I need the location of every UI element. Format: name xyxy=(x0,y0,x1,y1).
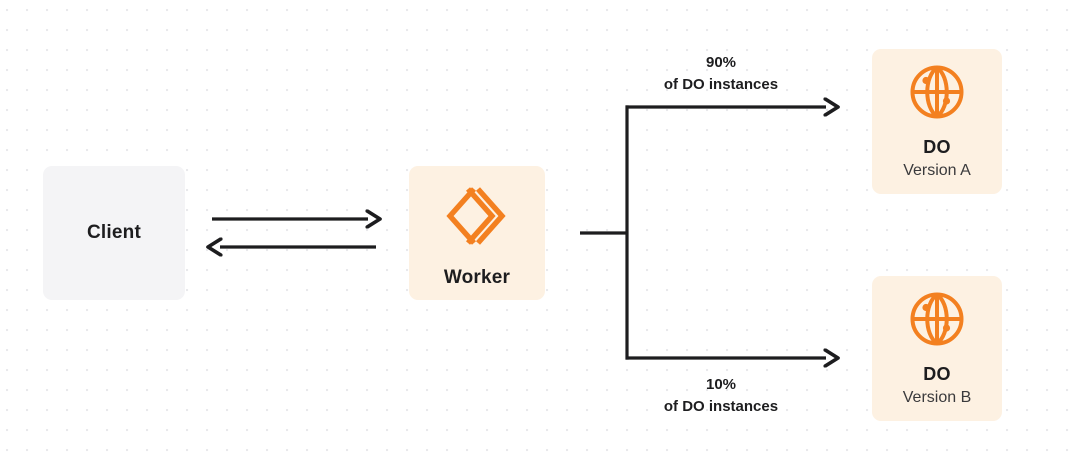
split-caption: of DO instances xyxy=(663,75,779,93)
do-title: DO xyxy=(923,364,951,384)
do-subtitle: Version B xyxy=(902,389,972,406)
split-label-do-a: 90% of DO instances xyxy=(601,52,841,96)
split-percent: 10% xyxy=(705,376,737,393)
split-label-do-b: 10% of DO instances xyxy=(601,374,841,418)
do-node-version-b: DO Version B xyxy=(872,276,1002,421)
worker-node: Worker xyxy=(409,166,545,300)
worker-label: Worker xyxy=(443,267,511,288)
do-title: DO xyxy=(923,137,951,157)
edge-split-trunk xyxy=(580,105,629,360)
client-node: Client xyxy=(43,166,185,300)
do-node-version-a: DO Version A xyxy=(872,49,1002,194)
split-caption: of DO instances xyxy=(663,397,779,415)
split-percent: 90% xyxy=(705,54,737,71)
globe-icon xyxy=(910,65,964,119)
client-label: Client xyxy=(87,222,141,243)
cloudflare-workers-icon xyxy=(446,187,506,245)
do-subtitle: Version A xyxy=(903,162,971,179)
globe-icon xyxy=(910,292,964,346)
